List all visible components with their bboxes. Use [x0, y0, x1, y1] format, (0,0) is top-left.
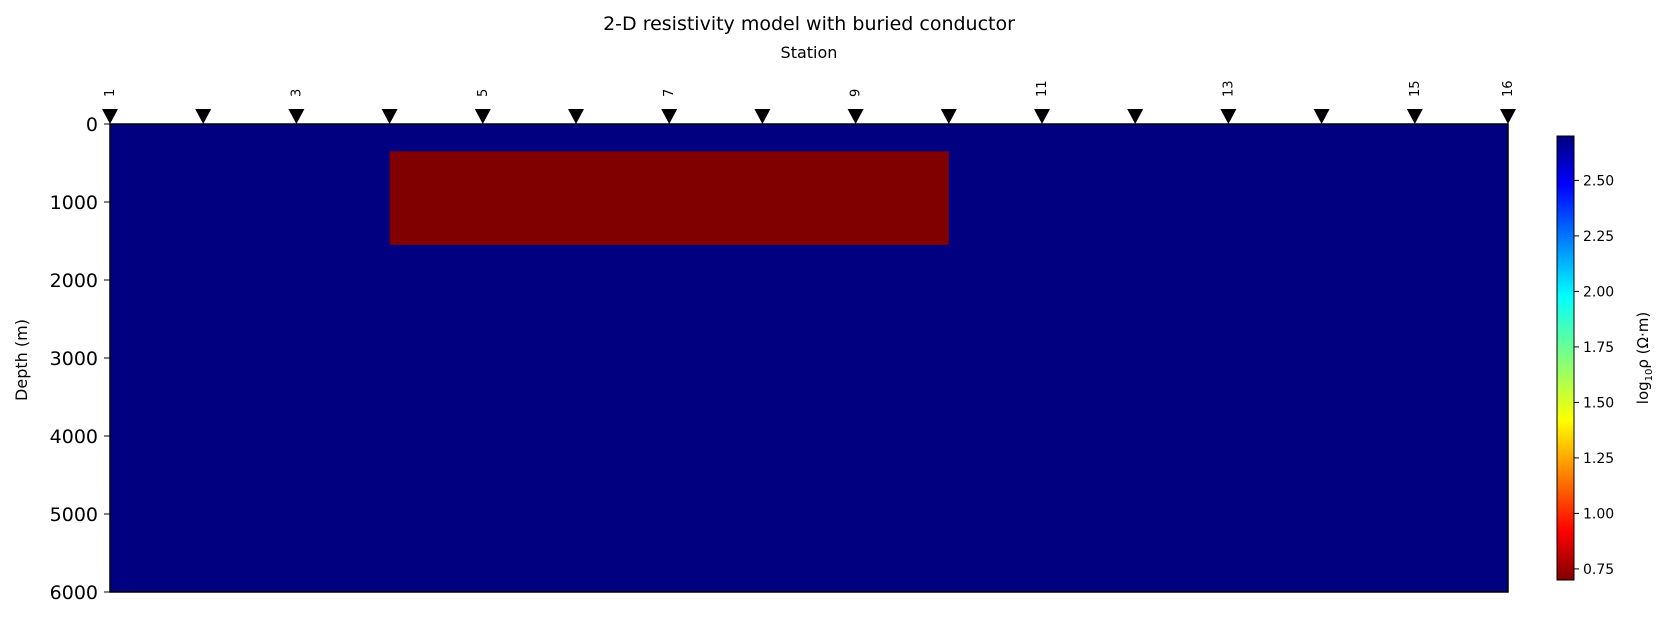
station-marker: [1220, 109, 1237, 124]
station-tick-label: 5: [476, 89, 491, 97]
colorbar-tick-label: 2.25: [1583, 229, 1614, 245]
station-marker: [1034, 109, 1050, 124]
y-axis-label: Depth (m): [12, 319, 31, 401]
y-tick-label: 4000: [50, 426, 98, 448]
station-marker: [940, 109, 957, 124]
colorbar-tick-label: 1.50: [1583, 395, 1614, 411]
colorbar-label-base: log: [1634, 381, 1652, 404]
colorbar-tick-label: 1.75: [1583, 340, 1614, 356]
colorbar-tick-label: 1.00: [1583, 506, 1614, 522]
colorbar-tick-label: 2.50: [1583, 173, 1614, 189]
station-marker: [661, 109, 678, 124]
colorbar-label: log10ρ (Ω·m): [1634, 312, 1655, 404]
colorbar-tick-label: 2.00: [1583, 284, 1614, 300]
station-marker: [102, 109, 118, 124]
station-marker: [381, 109, 398, 124]
y-tick-label: 3000: [50, 348, 98, 370]
station-marker: [474, 109, 491, 124]
y-tick-label: 1000: [50, 192, 98, 214]
plot-area: [109, 123, 1509, 593]
station-tick-label: 3: [289, 89, 304, 97]
station-tick-label: 7: [662, 89, 677, 97]
station-tick-label: 16: [1501, 80, 1516, 97]
chart-title: 2-D resistivity model with buried conduc…: [603, 13, 1015, 35]
colorbar-tick-label: 1.25: [1583, 451, 1614, 467]
y-tick-label: 0: [86, 114, 98, 136]
station-marker: [1313, 109, 1330, 124]
station-marker: [568, 109, 584, 124]
station-marker: [1127, 109, 1144, 124]
station-marker: [1406, 109, 1423, 124]
colorbar-label-rest: ρ (Ω·m): [1634, 312, 1652, 369]
station-marker: [288, 109, 305, 124]
station-tick-label: 1: [103, 89, 118, 97]
colorbar-tick-label: 0.75: [1583, 562, 1614, 578]
colorbar-ticks: 0.75 1.00 1.25 1.50 1.75 2.00 2.25 2.50: [1574, 173, 1614, 578]
station-marker: [847, 109, 864, 124]
colorbar-gradient: [1556, 135, 1575, 581]
station-tick-label: 11: [1035, 80, 1050, 97]
station-marker: [754, 109, 771, 124]
station-tick-label: 9: [849, 89, 864, 97]
station-marker: [195, 109, 212, 124]
y-axis: 0 1000 2000 3000 4000 5000 6000: [50, 114, 110, 604]
station-tick-label: 15: [1408, 80, 1423, 97]
y-tick-label: 6000: [50, 582, 98, 604]
colorbar-label-subscript: 10: [1644, 369, 1655, 382]
conductor-anomaly: [389, 151, 949, 245]
colorbar: [1556, 135, 1575, 581]
y-tick-label: 5000: [50, 504, 98, 526]
y-tick-label: 2000: [50, 270, 98, 292]
station-tick-label: 13: [1221, 80, 1236, 97]
x-axis-label: Station: [781, 43, 838, 62]
station-marker: [1500, 109, 1516, 124]
